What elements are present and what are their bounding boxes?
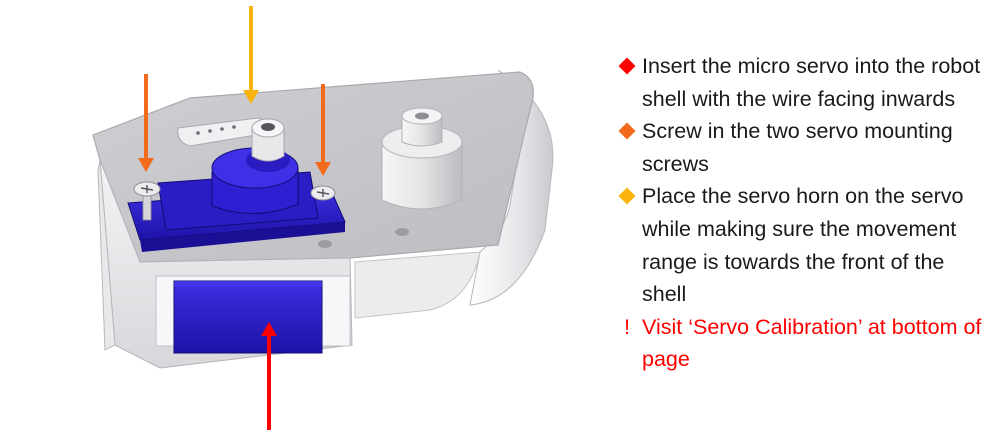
instruction-step: Place the servo horn on the servo while … bbox=[612, 180, 992, 310]
instruction-text: Place the servo horn on the servo while … bbox=[642, 184, 964, 307]
right-screw bbox=[310, 185, 336, 201]
exclamation-icon: ! bbox=[624, 315, 630, 339]
right-screw-arrow bbox=[315, 84, 331, 176]
diamond-bullet-icon bbox=[612, 115, 642, 140]
plate-hole bbox=[318, 240, 332, 248]
servo-body-arrow bbox=[261, 322, 277, 430]
plate-hole bbox=[395, 228, 409, 236]
servo-horn-arrow bbox=[243, 6, 259, 104]
instruction-step: Screw in the two servo mounting screws bbox=[612, 115, 992, 180]
left-screw bbox=[133, 181, 161, 221]
instruction-text: Screw in the two servo mounting screws bbox=[642, 119, 953, 176]
shell-left-skirt bbox=[97, 159, 116, 351]
instruction-step: Insert the micro servo into the robot sh… bbox=[612, 50, 992, 115]
servo-body-window bbox=[173, 280, 323, 354]
servo-assembly-illustration bbox=[92, 6, 554, 430]
instruction-text: Visit ‘Servo Calibration’ at bottom of p… bbox=[642, 314, 982, 372]
instruction-list: Insert the micro servo into the robot sh… bbox=[612, 50, 992, 376]
left-screw-arrow bbox=[138, 74, 154, 172]
diamond-bullet-icon bbox=[612, 180, 642, 205]
instruction-step: ! Visit ‘Servo Calibration’ at bottom of … bbox=[612, 311, 992, 376]
diamond-bullet-icon bbox=[612, 50, 642, 75]
instruction-text: Insert the micro servo into the robot sh… bbox=[642, 54, 981, 111]
shell-post bbox=[381, 141, 463, 210]
shell-inner-wall bbox=[354, 251, 481, 319]
